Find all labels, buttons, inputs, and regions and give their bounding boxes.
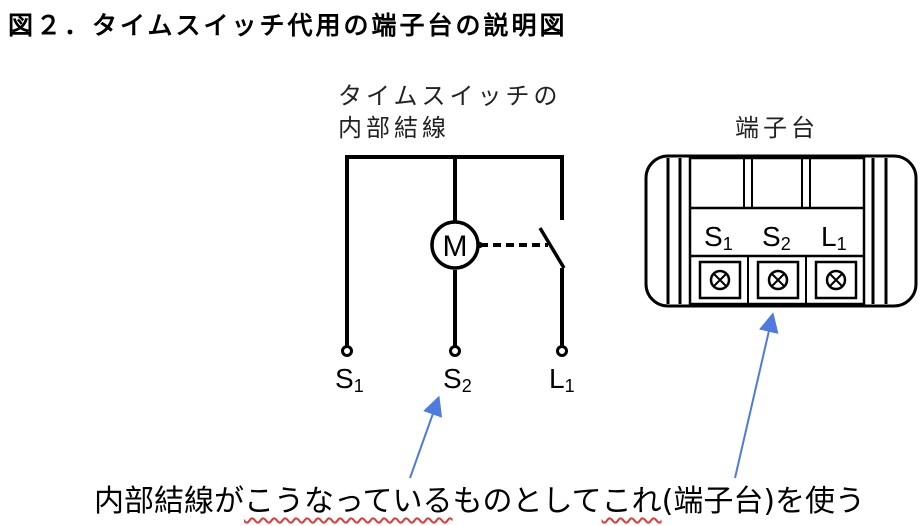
caption-part3: ものとして bbox=[452, 484, 602, 519]
arrow-to-wiring bbox=[409, 395, 443, 479]
terminal-s1-dot bbox=[341, 345, 353, 357]
caption-part5: (端子台)を使う bbox=[661, 484, 866, 519]
wiring-label-line1: タイムスイッチの bbox=[338, 82, 562, 110]
wiring-terminals bbox=[341, 345, 568, 357]
arrow-to-terminal-block bbox=[734, 312, 779, 479]
caption-part2: こうなっている bbox=[244, 484, 453, 519]
figure-title: 図２．タイムスイッチ代用の端子台の説明図 bbox=[8, 11, 568, 40]
terminal-l1-label: L1 bbox=[549, 363, 575, 396]
block-outer bbox=[644, 154, 918, 308]
block-s1-label: S1 bbox=[704, 221, 733, 254]
caption-part1: 内部結線が bbox=[94, 484, 244, 519]
motor-center-dot bbox=[477, 242, 483, 248]
internal-wiring bbox=[345, 155, 566, 347]
caption-part4: これ bbox=[601, 484, 662, 519]
terminal-block-label: 端子台 bbox=[735, 114, 819, 142]
wiring-label-line2: 内部結線 bbox=[338, 114, 450, 142]
terminal-s2-label: S2 bbox=[443, 363, 472, 396]
caption: 内部結線がこうなっているものとしてこれ(端子台)を使う bbox=[94, 476, 865, 520]
block-l1-label: L1 bbox=[821, 221, 847, 254]
block-s2-label: S2 bbox=[762, 221, 791, 254]
terminal-block bbox=[644, 154, 918, 308]
motor-label: M bbox=[443, 230, 468, 263]
screw-box-s1 bbox=[698, 260, 742, 300]
block-inner bbox=[688, 156, 866, 306]
terminal-s1-label: S1 bbox=[335, 363, 364, 396]
terminal-l1-dot bbox=[556, 345, 568, 357]
terminal-s2-dot bbox=[449, 345, 461, 357]
screw-terminals bbox=[698, 260, 858, 300]
switch-lever bbox=[538, 227, 566, 269]
